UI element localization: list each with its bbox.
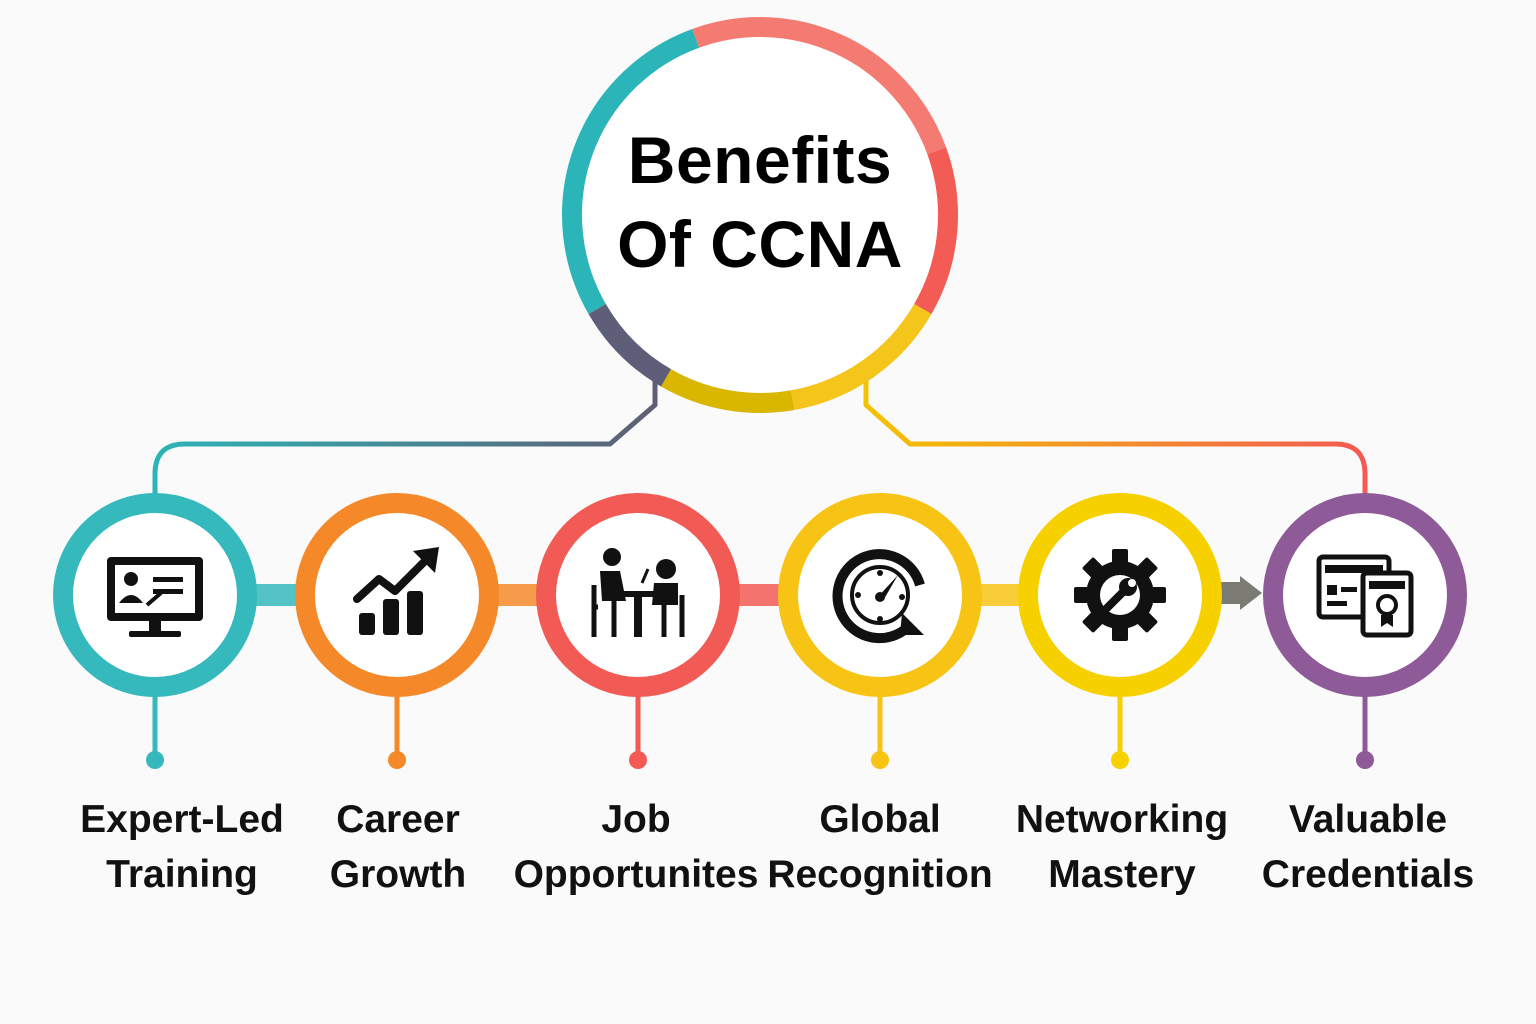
- label-line1: Job: [601, 798, 671, 841]
- label-line2: Mastery: [1048, 853, 1196, 896]
- hub-ring-segment: [790, 303, 932, 410]
- benefit-dot: [388, 751, 406, 769]
- label-line2: Growth: [329, 853, 467, 896]
- benefit-dot: [1356, 751, 1374, 769]
- label-valuable-credentials: Valuable Credentials: [1238, 792, 1498, 902]
- label-line2: Credentials: [1261, 853, 1475, 896]
- hub-title: Benefits Of CCNA: [560, 118, 960, 286]
- node-bridge: [968, 584, 1032, 606]
- hub-ring-segment: [661, 369, 795, 413]
- hub-ring-segment: [914, 147, 958, 314]
- node-bridge: [726, 584, 792, 606]
- hub-title-line1: Benefits: [627, 123, 893, 197]
- label-line2: Training: [106, 853, 258, 896]
- benefit-node: [778, 493, 982, 769]
- hub-ring-segment: [562, 28, 700, 314]
- benefit-dot: [629, 751, 647, 769]
- label-line1: Global: [819, 798, 941, 841]
- node-bridge: [485, 584, 550, 606]
- benefit-node: [1018, 493, 1222, 769]
- benefit-node: [295, 493, 499, 769]
- benefit-dot: [146, 751, 164, 769]
- node-bridge: [243, 584, 309, 606]
- label-expert-led-training: Expert-Led Training: [52, 792, 312, 902]
- computer-presentation-icon: [107, 557, 203, 637]
- hub-ring-segment: [588, 303, 672, 387]
- label-line2: Recognition: [767, 853, 993, 896]
- benefit-circle: [295, 493, 499, 697]
- label-networking-mastery: Networking Mastery: [992, 792, 1252, 902]
- hub-title-line2: Of CCNA: [617, 207, 903, 281]
- label-career-growth: Career Growth: [268, 792, 528, 902]
- label-line1: Career: [336, 798, 460, 841]
- growth-chart-icon: [353, 547, 439, 635]
- benefit-node: [1263, 493, 1467, 769]
- right-branch-connector: [863, 376, 1368, 495]
- benefit-dot: [1111, 751, 1129, 769]
- label-job-opportunities: Job Opportunites: [506, 792, 766, 902]
- job-interview-icon: [591, 548, 685, 637]
- label-line1: Valuable: [1288, 798, 1448, 841]
- hub-ring-segment: [692, 17, 947, 155]
- compass-gauge-icon: [832, 549, 925, 644]
- certificate-icon: [1316, 554, 1414, 638]
- label-line1: Expert-Led: [80, 798, 284, 841]
- benefit-node: [536, 493, 740, 769]
- hub-circle: [562, 17, 958, 413]
- gear-wrench-icon: [1074, 549, 1166, 641]
- benefit-node: [53, 493, 257, 769]
- label-line2: Opportunites: [513, 853, 759, 896]
- left-branch-connector: [152, 376, 658, 495]
- benefit-dot: [871, 751, 889, 769]
- label-line1: Networking: [1015, 798, 1229, 841]
- label-global-recognition: Global Recognition: [750, 792, 1010, 902]
- arrow-connector: [1220, 576, 1262, 610]
